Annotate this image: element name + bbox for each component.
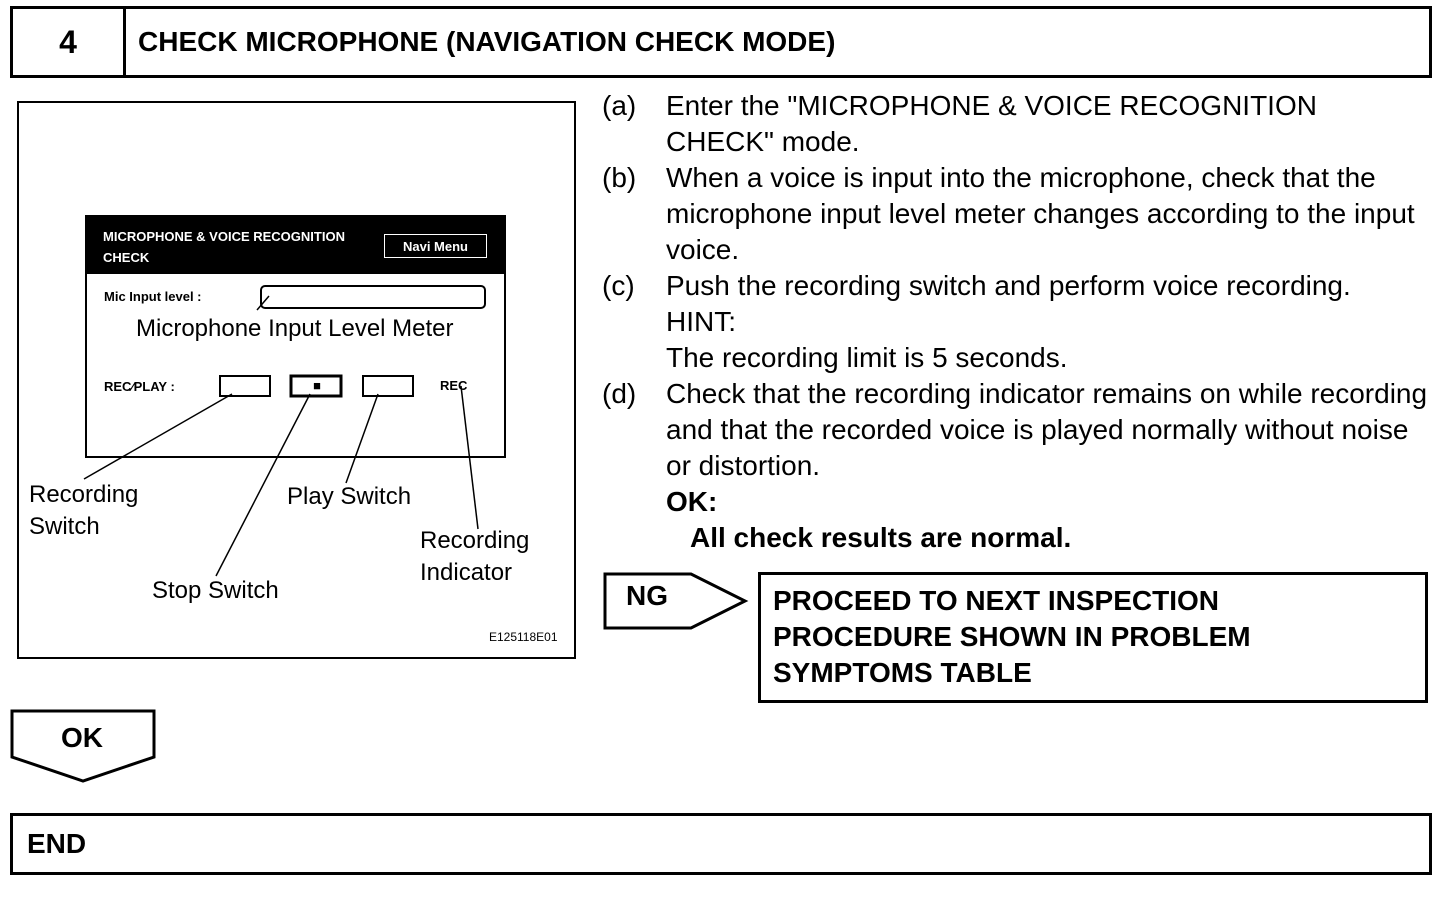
hint-label: HINT: bbox=[666, 306, 736, 337]
play-switch-box bbox=[362, 375, 414, 397]
screen-title-line2: CHECK bbox=[103, 250, 150, 265]
screen-title-line1: MICROPHONE & VOICE RECOGNITION bbox=[103, 229, 345, 244]
step-b: (b) When a voice is input into the micro… bbox=[602, 160, 1432, 268]
ng-action-box: PROCEED TO NEXT INSPECTION PROCEDURE SHO… bbox=[758, 572, 1428, 703]
recording-indicator-callout-line2: Indicator bbox=[420, 559, 513, 586]
illustration-lines bbox=[83, 215, 506, 577]
step-c: (c) Push the recording switch and perfor… bbox=[602, 268, 1432, 376]
ng-action-line2: PROCEDURE SHOWN IN PROBLEM bbox=[773, 621, 1251, 652]
stop-symbol: ■ bbox=[313, 378, 321, 393]
step-d: (d) Check that the recording indicator r… bbox=[602, 376, 1432, 556]
ng-action-line1: PROCEED TO NEXT INSPECTION bbox=[773, 585, 1219, 616]
step-c-label: (c) bbox=[602, 270, 635, 301]
step-b-label: (b) bbox=[602, 162, 637, 193]
step-title: CHECK MICROPHONE (NAVIGATION CHECK MODE) bbox=[138, 26, 836, 57]
ok-label: OK bbox=[61, 722, 103, 753]
meter-leader-line bbox=[256, 295, 270, 311]
hint-text: The recording limit is 5 seconds. bbox=[666, 342, 1068, 373]
mic-level-meter bbox=[260, 285, 486, 309]
stop-switch-leader bbox=[215, 393, 311, 577]
step-number: 4 bbox=[13, 9, 126, 75]
step-c-text: Push the recording switch and perform vo… bbox=[666, 270, 1351, 301]
ok-criteria-result: All check results are normal. bbox=[690, 522, 1072, 553]
ok-arrow-icon bbox=[10, 709, 156, 783]
step-d-label: (d) bbox=[602, 378, 637, 409]
recording-indicator-leader bbox=[460, 385, 479, 530]
stop-switch-box bbox=[289, 374, 343, 398]
step-a: (a) Enter the "MICROPHONE & VOICE RECOGN… bbox=[602, 88, 1432, 160]
step-d-text: Check that the recording indicator remai… bbox=[666, 378, 1428, 481]
play-switch-leader bbox=[345, 393, 379, 484]
recording-switch-callout-line1: Recording bbox=[29, 481, 139, 508]
procedure-steps: (a) Enter the "MICROPHONE & VOICE RECOGN… bbox=[602, 88, 1432, 556]
recording-indicator-callout-line1: Recording bbox=[420, 527, 530, 554]
meter-callout: Microphone Input Level Meter bbox=[136, 315, 454, 342]
ng-arrow-icon bbox=[603, 572, 749, 630]
ng-action-line3: SYMPTOMS TABLE bbox=[773, 657, 1032, 688]
step-a-label: (a) bbox=[602, 90, 637, 121]
step-b-text: When a voice is input into the microphon… bbox=[666, 162, 1415, 265]
ng-label: NG bbox=[626, 580, 668, 611]
rec-play-label: REC∕PLAY : bbox=[104, 379, 175, 394]
recording-switch-leader bbox=[83, 393, 233, 480]
figure-code: E125118E01 bbox=[489, 630, 558, 644]
step-header: 4 CHECK MICROPHONE (NAVIGATION CHECK MOD… bbox=[10, 6, 1432, 78]
step-a-text: Enter the "MICROPHONE & VOICE RECOGNITIO… bbox=[666, 90, 1317, 157]
ok-criteria-label: OK: bbox=[666, 486, 718, 517]
end-box: END bbox=[10, 813, 1432, 875]
rec-indicator: REC bbox=[440, 378, 468, 393]
ng-action-text: PROCEED TO NEXT INSPECTION PROCEDURE SHO… bbox=[773, 583, 1251, 691]
navi-menu-button[interactable]: Navi Menu bbox=[384, 234, 487, 258]
mic-input-label: Mic Input level : bbox=[104, 289, 202, 304]
stop-switch-callout: Stop Switch bbox=[152, 577, 279, 604]
play-switch-callout: Play Switch bbox=[287, 483, 412, 510]
microphone-check-illustration: MICROPHONE & VOICE RECOGNITION CHECK Nav… bbox=[17, 101, 576, 659]
recording-switch-callout-line2: Switch bbox=[29, 513, 100, 540]
end-label: END bbox=[27, 828, 87, 859]
recording-switch-box bbox=[219, 375, 271, 397]
screen-title-bar bbox=[86, 216, 505, 274]
